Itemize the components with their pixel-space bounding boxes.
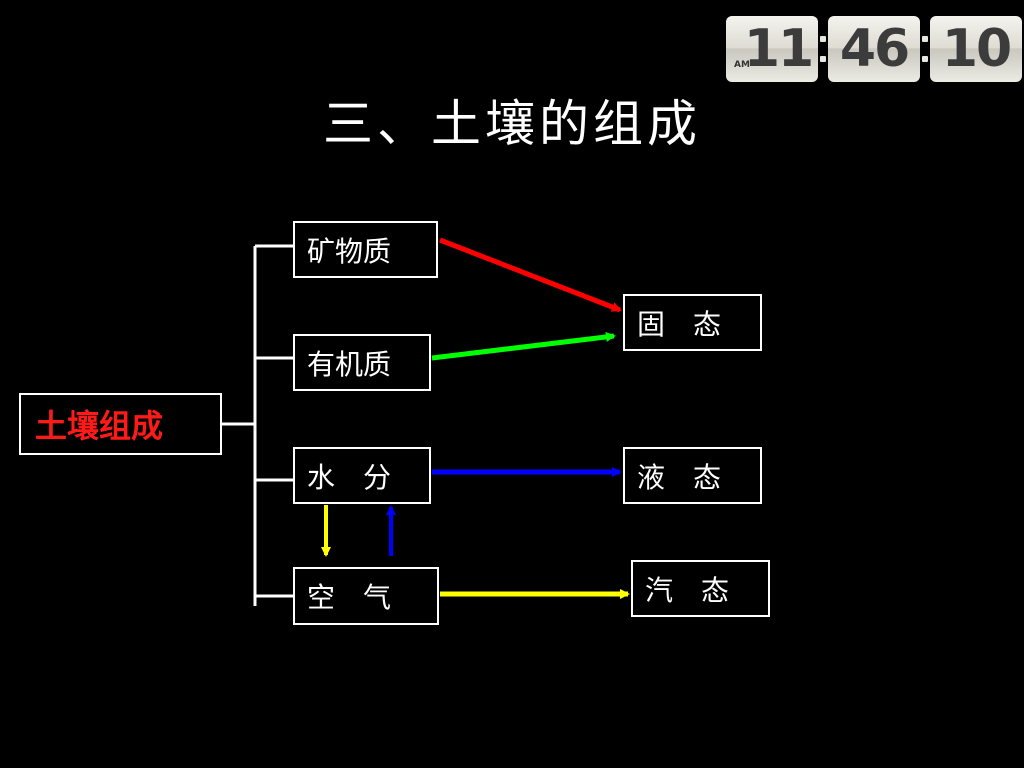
node-solid-state: 固 态 [623,294,762,351]
node-soil-composition: 土壤组成 [19,393,222,455]
clock-colon-icon [920,36,930,62]
clock-minutes: 46 [828,16,920,82]
arrow-organic-to-solid [431,331,616,361]
node-liquid-state: 液 态 [623,447,762,504]
node-organic: 有机质 [293,334,431,391]
node-mineral: 矿物质 [293,221,438,278]
clock-minutes-value: 46 [839,19,910,79]
clock-hours-value: 11 [743,19,814,79]
node-gas-state: 汽 态 [631,560,770,617]
node-air: 空 气 [293,567,439,625]
clock-seconds: 10 [930,16,1022,82]
clock-hours: AM 11 [726,16,818,82]
node-water: 水 分 [293,447,431,504]
clock-period: AM [734,60,750,70]
flip-clock: AM 11 46 10 [726,16,1022,82]
arrow-mineral-to-solid [439,237,622,313]
page-title: 三、土壤的组成 [323,95,701,153]
clock-seconds-value: 10 [941,19,1012,79]
clock-colon-icon [818,36,828,62]
